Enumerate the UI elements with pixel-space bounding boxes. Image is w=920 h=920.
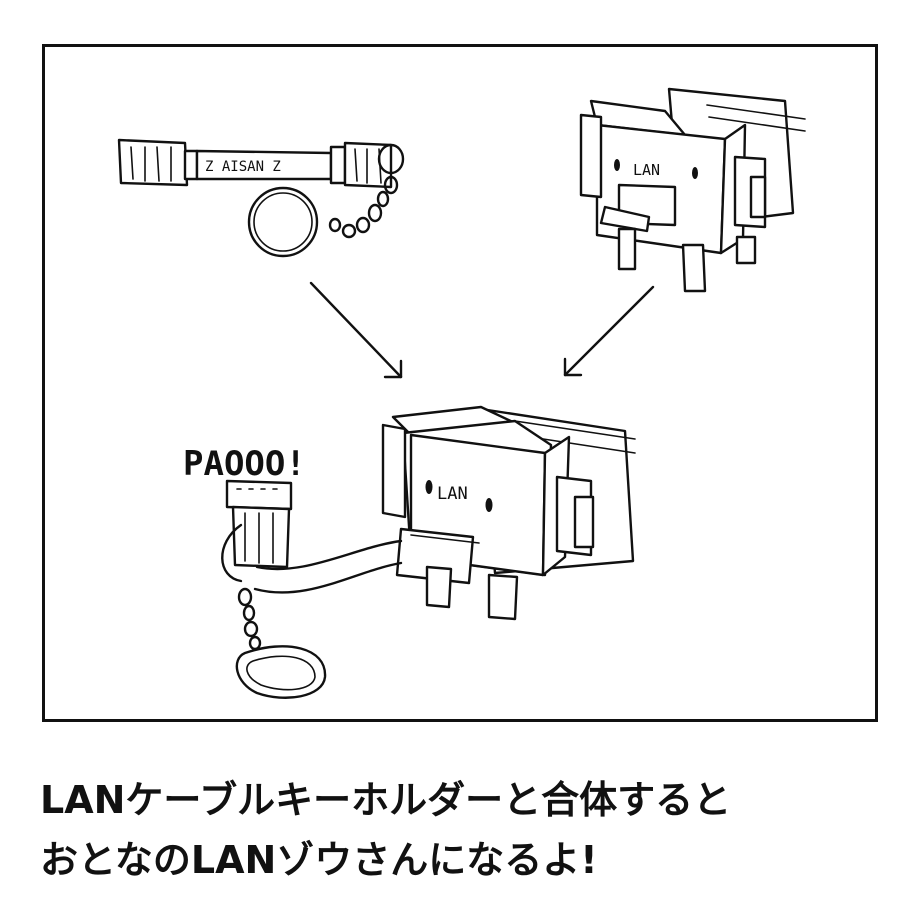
sound-effect-text: PAOOO!: [183, 444, 306, 484]
caption-line-2: おとなのLANゾウさんになるよ!: [40, 838, 598, 882]
arrow-left-icon: [309, 281, 403, 379]
lan-elephant-combined-drawing: PAOOO! LAN: [183, 405, 636, 699]
lan-cable-keychain-drawing: Z AISAN Z: [117, 138, 405, 258]
illustration-panel: Z AISAN Z: [42, 44, 878, 722]
arrow-right-icon: [563, 285, 655, 377]
elephant-small-label: LAN: [633, 161, 660, 179]
keychain-tag-text: Z AISAN Z: [205, 159, 281, 175]
caption: LANケーブルキーホルダーと合体すると おとなのLANゾウさんになるよ!: [40, 770, 900, 890]
caption-line-1: LANケーブルキーホルダーと合体すると: [40, 778, 732, 822]
lan-elephant-small-drawing: LAN: [579, 87, 806, 293]
illustration-drawing: Z AISAN Z: [117, 87, 806, 699]
elephant-combined-label: LAN: [437, 484, 468, 504]
